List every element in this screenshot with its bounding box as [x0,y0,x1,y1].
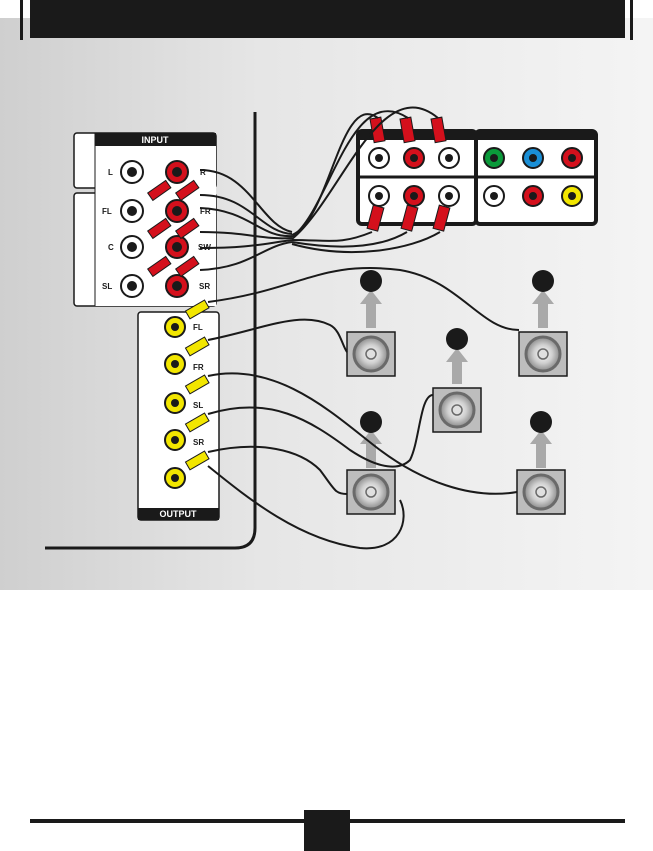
marker-dot [446,328,468,350]
output-title: OUTPUT [160,509,198,519]
rca-jack-icon [121,161,143,183]
output-label-sr: SR [193,438,204,447]
rca-jack-icon [166,161,188,183]
speaker-icon [519,332,567,376]
speaker-icon [347,470,395,514]
marker-dot [360,270,382,292]
arrow-up-icon [360,290,382,328]
marker-dot [532,270,554,292]
input-label-sl: SL [102,282,112,291]
arrow-up-icon [532,290,554,328]
speaker-icon [433,388,481,432]
input-label-sr: SR [199,282,210,291]
arrow-up-icon [446,348,468,384]
arrow-up-icon [530,430,552,468]
output-label-sl: SL [193,401,203,410]
marker-dot [530,411,552,433]
page-number-tab [304,810,350,851]
output-panel: OUTPUT FL FR SL SR [138,300,219,520]
input-label-l: L [108,168,113,177]
speaker-icon [347,332,395,376]
input-label-c: C [108,243,114,252]
receiver-panel [358,117,596,231]
input-label-fl: FL [102,207,112,216]
input-panel: INPUT L R FL FR C SW SL SR [74,133,216,306]
output-label-fr: FR [193,363,204,372]
input-title: INPUT [142,135,170,145]
output-label-fl: FL [193,323,203,332]
connection-diagram: INPUT L R FL FR C SW SL SR [0,0,653,600]
speaker-icon [517,470,565,514]
marker-dot [360,411,382,433]
